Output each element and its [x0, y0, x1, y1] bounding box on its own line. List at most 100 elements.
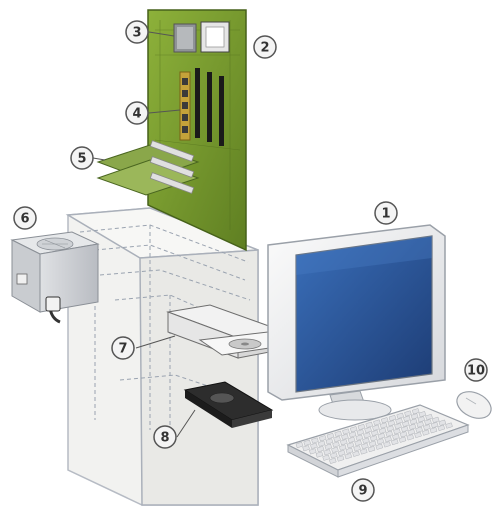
callout-number: 3	[132, 26, 141, 41]
keyboard-key	[310, 442, 318, 449]
keyboard-key	[356, 429, 365, 436]
leader-lines	[92, 31, 196, 438]
keyboard-key	[384, 435, 392, 443]
keyboard-key	[355, 434, 363, 441]
callout-expansion-cards: 5	[70, 146, 94, 170]
callout-number: 7	[118, 342, 127, 357]
keyboard-key	[429, 427, 438, 434]
callout-cpu: 3	[125, 20, 149, 44]
keyboard-key	[326, 432, 335, 440]
keyboard-key	[388, 414, 397, 422]
keyboard-key	[396, 412, 404, 419]
keyboard-key	[334, 430, 342, 437]
keyboard-key	[438, 419, 447, 426]
keyboard-key	[377, 432, 386, 440]
keyboard-key	[344, 453, 352, 460]
keyboard-key	[332, 441, 340, 448]
keyboard-key	[416, 421, 424, 428]
callout-circle	[374, 201, 398, 225]
keyboard-key	[353, 445, 361, 452]
keyboard-key	[424, 419, 432, 426]
keyboard-key	[414, 431, 422, 439]
keyboard-key	[361, 442, 369, 450]
callout-number: 8	[160, 431, 169, 446]
keyboard-key	[412, 408, 420, 415]
keyboard-key	[423, 424, 431, 431]
keyboard-key	[432, 416, 440, 423]
keyboard-key	[317, 440, 326, 447]
keyboard-key	[394, 423, 402, 430]
keyboard-key	[322, 454, 330, 461]
keyboard-key	[333, 436, 341, 443]
cpu	[173, 21, 230, 53]
keyboard-key	[422, 429, 430, 436]
keyboard-key	[348, 431, 357, 438]
keyboard-key	[340, 439, 348, 446]
keyboard-key	[350, 426, 358, 433]
keyboard-key	[364, 426, 372, 434]
ram-module	[179, 71, 191, 141]
keyboard-key	[367, 446, 376, 453]
keyboard-key	[302, 445, 310, 452]
keyboard	[286, 404, 470, 478]
callout-circle	[13, 206, 37, 230]
keyboard-key	[408, 423, 417, 430]
keyboard-key	[410, 413, 419, 420]
ram-slots	[195, 68, 224, 146]
keyboard-key	[381, 417, 389, 424]
keyboard-key	[398, 436, 407, 443]
callout-circle	[153, 425, 177, 449]
callout-ram: 4	[125, 101, 149, 125]
keyboard-key	[385, 430, 393, 437]
keyboard-key	[316, 446, 325, 453]
keyboard-key	[403, 415, 411, 422]
keyboard-key	[357, 423, 366, 431]
keyboard-key	[347, 436, 356, 443]
callout-number: 1	[381, 207, 390, 222]
callout-number: 6	[20, 212, 29, 227]
keyboard-key	[417, 416, 425, 423]
keyboard-key	[341, 433, 349, 440]
keyboard-key	[393, 428, 401, 435]
keyboard-key	[392, 433, 400, 440]
keyboard-key	[437, 424, 445, 431]
keyboard-key	[404, 410, 412, 417]
keyboard-key	[339, 444, 347, 451]
keyboard-key	[401, 426, 409, 433]
keyboard-key	[386, 425, 394, 432]
callout-number: 10	[467, 364, 485, 379]
callout-circle	[125, 101, 149, 125]
callout-circle	[351, 478, 375, 502]
power-supply	[10, 231, 100, 324]
keyboard-key	[303, 439, 311, 446]
keyboard-key	[311, 437, 319, 444]
keyboard-key	[342, 428, 350, 435]
keyboard-key	[379, 422, 388, 429]
keyboard-key	[406, 434, 414, 441]
callout-monitor: 1	[374, 201, 398, 225]
monitor	[267, 224, 446, 421]
keyboard-key	[330, 452, 338, 459]
keyboard-key	[315, 451, 324, 458]
keyboard-key	[409, 418, 418, 425]
keyboard-key	[373, 419, 381, 426]
hard-drive	[183, 381, 274, 428]
callout-keyboard: 9	[351, 478, 375, 502]
keyboard-key	[345, 447, 354, 454]
keyboard-key	[391, 438, 399, 446]
keyboard-key	[329, 457, 337, 464]
callout-number: 2	[260, 41, 269, 56]
keyboard-key	[337, 449, 346, 457]
keyboard-keys	[295, 408, 453, 464]
callout-circle	[464, 358, 488, 382]
keyboard-key	[354, 439, 362, 447]
keyboard-key	[365, 421, 373, 428]
keyboard-key	[402, 420, 410, 427]
motherboard	[147, 9, 247, 252]
keyboard-key	[368, 440, 377, 447]
keyboard-key	[360, 448, 368, 455]
keyboard-key	[418, 411, 427, 418]
keyboard-key	[375, 443, 383, 450]
expansion-cards	[96, 140, 200, 196]
